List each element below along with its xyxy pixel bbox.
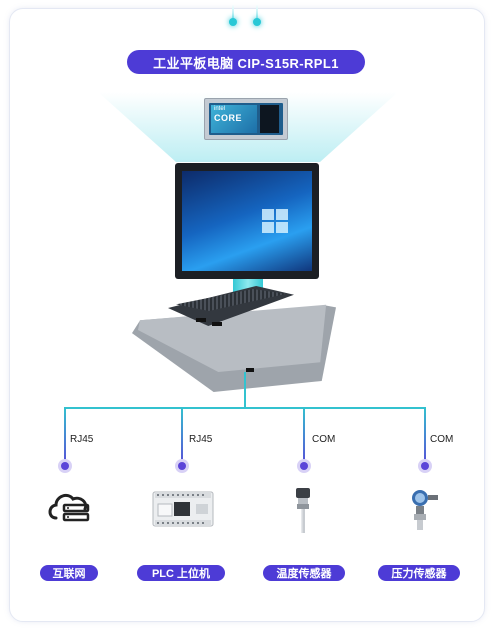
branch-node (178, 462, 186, 470)
io-port (246, 368, 254, 372)
product-title: 工业平板电脑 CIP-S15R-RPL1 (127, 50, 365, 74)
branch-node (421, 462, 429, 470)
top-connector-line-right (256, 4, 258, 20)
branch-line (181, 407, 183, 469)
branch-node (300, 462, 308, 470)
device-label-internet: 互联网 (40, 565, 98, 581)
temperature-sensor-icon (296, 488, 310, 533)
trunk-line (244, 372, 246, 408)
branch-line (424, 407, 426, 469)
bus-line (64, 407, 426, 409)
port-label: RJ45 (70, 434, 94, 445)
plc-icon (152, 491, 214, 527)
port-label: COM (312, 434, 336, 445)
cloud-icon (48, 493, 90, 522)
io-port (212, 322, 222, 326)
windows-screen (182, 171, 312, 271)
port-label: COM (430, 434, 454, 445)
device-label-temperature-sensor: 温度传感器 (263, 565, 345, 581)
pressure-sensor-icon (412, 490, 438, 530)
port-label: RJ45 (189, 434, 213, 445)
branch-line (64, 407, 66, 469)
top-connector-dot-left (229, 18, 237, 26)
device-label-plc: PLC 上位机 (137, 565, 225, 581)
branch-node (61, 462, 69, 470)
branch-line (303, 407, 305, 469)
cpu-badge-icon: intel CORE (204, 98, 288, 140)
panel-pc-monitor (175, 163, 319, 279)
cpu-core-label: CORE (214, 113, 243, 123)
io-port (196, 318, 206, 322)
device-label-pressure-sensor: 压力传感器 (378, 565, 460, 581)
top-connector-line-left (232, 4, 234, 20)
windows-logo-icon (262, 209, 288, 233)
cpu-brand-label: intel (214, 106, 226, 112)
top-connector-dot-right (253, 18, 261, 26)
